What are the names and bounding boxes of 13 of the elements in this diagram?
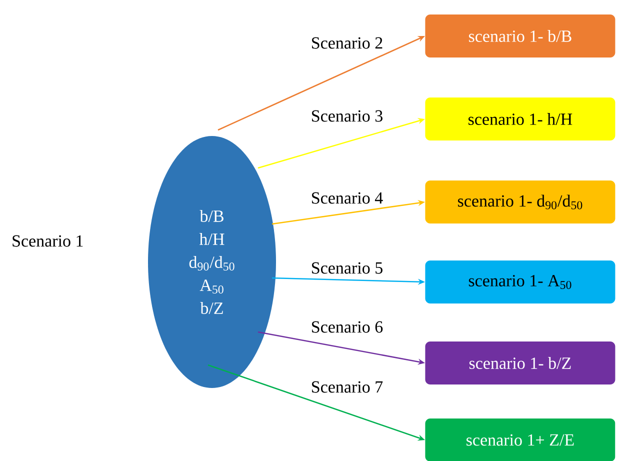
edge-label: Scenario 3: [312, 110, 382, 122]
edge-label: Scenario 5: [312, 262, 382, 274]
process-box: scenario 1- b/B: [425, 14, 616, 58]
process-box: scenario 1- b/Z: [425, 342, 616, 384]
process-box: scenario 1+ Z/E: [425, 418, 616, 461]
edge-label: Scenario 4: [312, 192, 383, 204]
edge-label: Scenario 6: [312, 321, 383, 333]
edge-label: Scenario 7: [312, 381, 383, 393]
process-box: scenario 1- h/H: [425, 98, 616, 140]
edge-label: Scenario 2: [312, 37, 382, 49]
process-box: scenario 1- A$_{50}$: [425, 260, 616, 304]
side-label: Scenario 1: [12, 235, 83, 247]
process-box: scenario 1- d$_{90}$/d$_{50}$: [425, 180, 616, 224]
